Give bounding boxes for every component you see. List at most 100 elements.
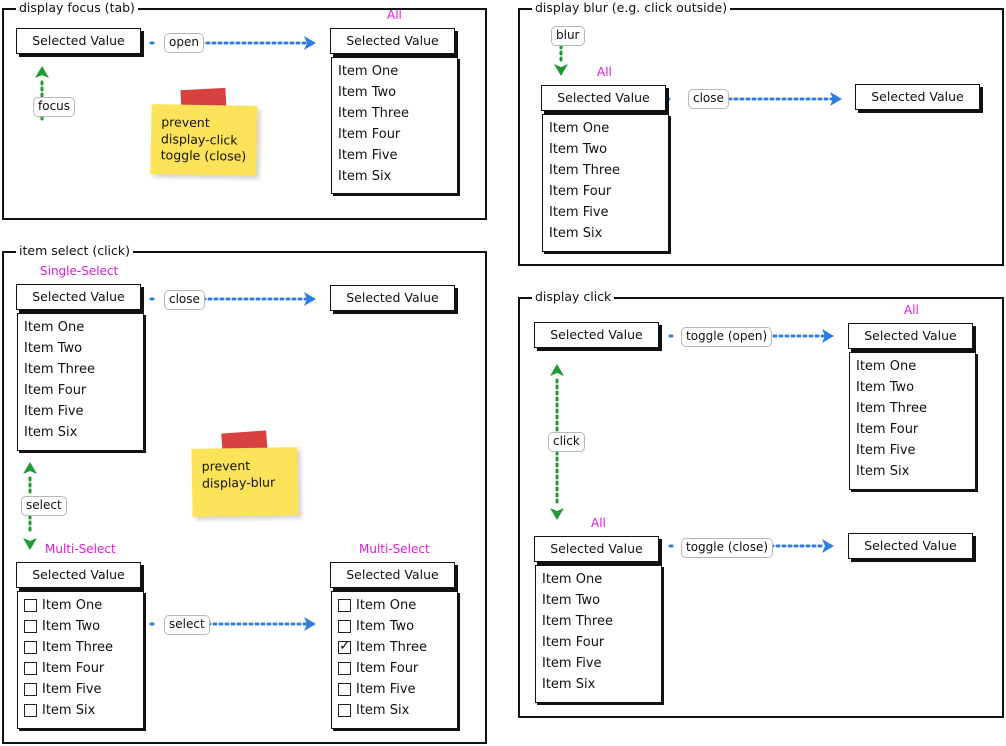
select-selected-value[interactable]: Selected Value bbox=[534, 322, 659, 348]
select-selected-value[interactable]: Selected Value bbox=[16, 562, 141, 588]
arrow-head bbox=[304, 36, 316, 50]
list-item[interactable]: Item Four bbox=[542, 635, 605, 650]
checkbox-list-item[interactable]: Item Six bbox=[338, 700, 457, 721]
checkbox-list-item[interactable]: Item Six bbox=[24, 700, 143, 721]
checkbox-unchecked[interactable] bbox=[24, 662, 37, 675]
list-item[interactable]: Item Five bbox=[856, 443, 916, 458]
checkbox-unchecked[interactable] bbox=[338, 599, 351, 612]
checkbox-label: Item Two bbox=[42, 619, 101, 634]
edge-label-toggle-open: toggle (open) bbox=[681, 327, 773, 347]
checkbox-unchecked[interactable] bbox=[338, 662, 351, 675]
checkbox-list-item[interactable]: Item Four bbox=[338, 658, 457, 679]
select-selected-value[interactable]: Selected Value bbox=[330, 562, 455, 588]
label-all: All bbox=[904, 303, 919, 317]
list-item[interactable]: Item Two bbox=[24, 341, 83, 356]
list-item[interactable]: Item Two bbox=[542, 593, 601, 608]
checkbox-list-item[interactable]: Item Five bbox=[338, 679, 457, 700]
list-item[interactable]: Item One bbox=[549, 121, 610, 136]
select-selected-value[interactable]: Selected Value bbox=[16, 28, 141, 54]
checkbox-label: Item Six bbox=[42, 703, 96, 718]
list-item[interactable]: Item Three bbox=[549, 163, 620, 178]
panel-display-focus: display focus (tab) bbox=[2, 0, 487, 220]
list-item[interactable]: Item Five bbox=[542, 656, 602, 671]
list-item[interactable]: Item Six bbox=[549, 226, 603, 241]
checkbox-label: Item Five bbox=[42, 682, 102, 697]
list-item[interactable]: Item Five bbox=[24, 404, 84, 419]
checkbox-unchecked[interactable] bbox=[24, 704, 37, 717]
edge-label-focus: focus bbox=[33, 97, 76, 117]
list-item[interactable]: Item Two bbox=[856, 380, 915, 395]
checkbox-label: Item Six bbox=[356, 703, 410, 718]
select-selected-value[interactable]: Selected Value bbox=[16, 284, 141, 310]
select-selected-value[interactable]: Selected Value bbox=[848, 533, 973, 559]
checkbox-unchecked[interactable] bbox=[338, 704, 351, 717]
arrow-head bbox=[550, 508, 564, 520]
checkbox-checked[interactable] bbox=[338, 637, 351, 655]
select-selected-value[interactable]: Selected Value bbox=[534, 536, 659, 562]
arrow-head bbox=[550, 364, 564, 376]
arrow-head bbox=[822, 329, 834, 343]
list-item[interactable]: Item One bbox=[338, 64, 399, 79]
checkbox-label: Item Four bbox=[42, 661, 105, 676]
arrow-head bbox=[830, 92, 842, 106]
label-multi-select: Multi-Select bbox=[359, 542, 430, 556]
checkbox-list-item[interactable]: Item Four bbox=[24, 658, 143, 679]
select-selected-value[interactable]: Selected Value bbox=[541, 85, 666, 111]
list-item[interactable]: Item Four bbox=[338, 127, 401, 142]
select-selected-value[interactable]: Selected Value bbox=[855, 84, 980, 110]
select-selected-value[interactable]: Selected Value bbox=[848, 323, 973, 349]
checkbox-list-item[interactable]: Item Five bbox=[24, 679, 143, 700]
checkbox-unchecked[interactable] bbox=[338, 620, 351, 633]
list-item[interactable]: Item Five bbox=[338, 148, 398, 163]
list-item[interactable]: Item Four bbox=[549, 184, 612, 199]
list-item[interactable]: Item Six bbox=[542, 677, 596, 692]
label-single-select: Single-Select bbox=[40, 264, 119, 278]
list-item[interactable]: Item Two bbox=[338, 85, 397, 100]
note-line: toggle (close) bbox=[160, 147, 247, 164]
checkbox-list-item[interactable]: Item One bbox=[338, 595, 457, 616]
note-line: prevent bbox=[161, 114, 210, 131]
list-item[interactable]: Item One bbox=[24, 320, 85, 335]
checkbox-label: Item Two bbox=[356, 619, 415, 634]
list-item[interactable]: Item Five bbox=[549, 205, 609, 220]
list-item[interactable]: Item Three bbox=[856, 401, 927, 416]
list-item[interactable]: Item Two bbox=[549, 142, 608, 157]
list-item[interactable]: Item Three bbox=[542, 614, 613, 629]
list-item[interactable]: Item One bbox=[542, 572, 603, 587]
list-item[interactable]: Item Four bbox=[24, 383, 87, 398]
checkbox-unchecked[interactable] bbox=[24, 641, 37, 654]
list-item[interactable]: Item Four bbox=[856, 422, 919, 437]
list-item[interactable]: Item Six bbox=[24, 425, 78, 440]
checkbox-unchecked[interactable] bbox=[24, 683, 37, 696]
panel-title: item select (click) bbox=[16, 243, 134, 259]
list-item[interactable]: Item Three bbox=[24, 362, 95, 377]
list-item[interactable]: Item Six bbox=[856, 464, 910, 479]
checkbox-list-item[interactable]: Item Two bbox=[338, 616, 457, 637]
checkbox-label: Item Three bbox=[42, 640, 113, 655]
checkbox-unchecked[interactable] bbox=[24, 599, 37, 612]
list-item[interactable]: Item Three bbox=[338, 106, 409, 121]
checkbox-label: Item One bbox=[356, 598, 417, 613]
panel-item-select: item select (click) bbox=[2, 243, 487, 744]
checkbox-label: Item Five bbox=[356, 682, 416, 697]
checkbox-label: Item Three bbox=[356, 640, 427, 655]
checkbox-list-item[interactable]: Item Three bbox=[338, 637, 457, 658]
label-multi-select: Multi-Select bbox=[45, 542, 116, 556]
checkbox-list-item[interactable]: Item Three bbox=[24, 637, 143, 658]
checkbox-list-item[interactable]: Item Two bbox=[24, 616, 143, 637]
checkbox-unchecked[interactable] bbox=[338, 683, 351, 696]
list-item[interactable]: Item Six bbox=[338, 169, 392, 184]
note-line: prevent bbox=[201, 457, 251, 474]
checkbox-unchecked[interactable] bbox=[24, 620, 37, 633]
select-selected-value[interactable]: Selected Value bbox=[330, 28, 455, 54]
label-all: All bbox=[387, 8, 402, 22]
checkbox-list-item[interactable]: Item One bbox=[24, 595, 143, 616]
list-item[interactable]: Item One bbox=[856, 359, 917, 374]
select-selected-value[interactable]: Selected Value bbox=[330, 285, 455, 311]
edge-label-open: open bbox=[164, 33, 204, 53]
